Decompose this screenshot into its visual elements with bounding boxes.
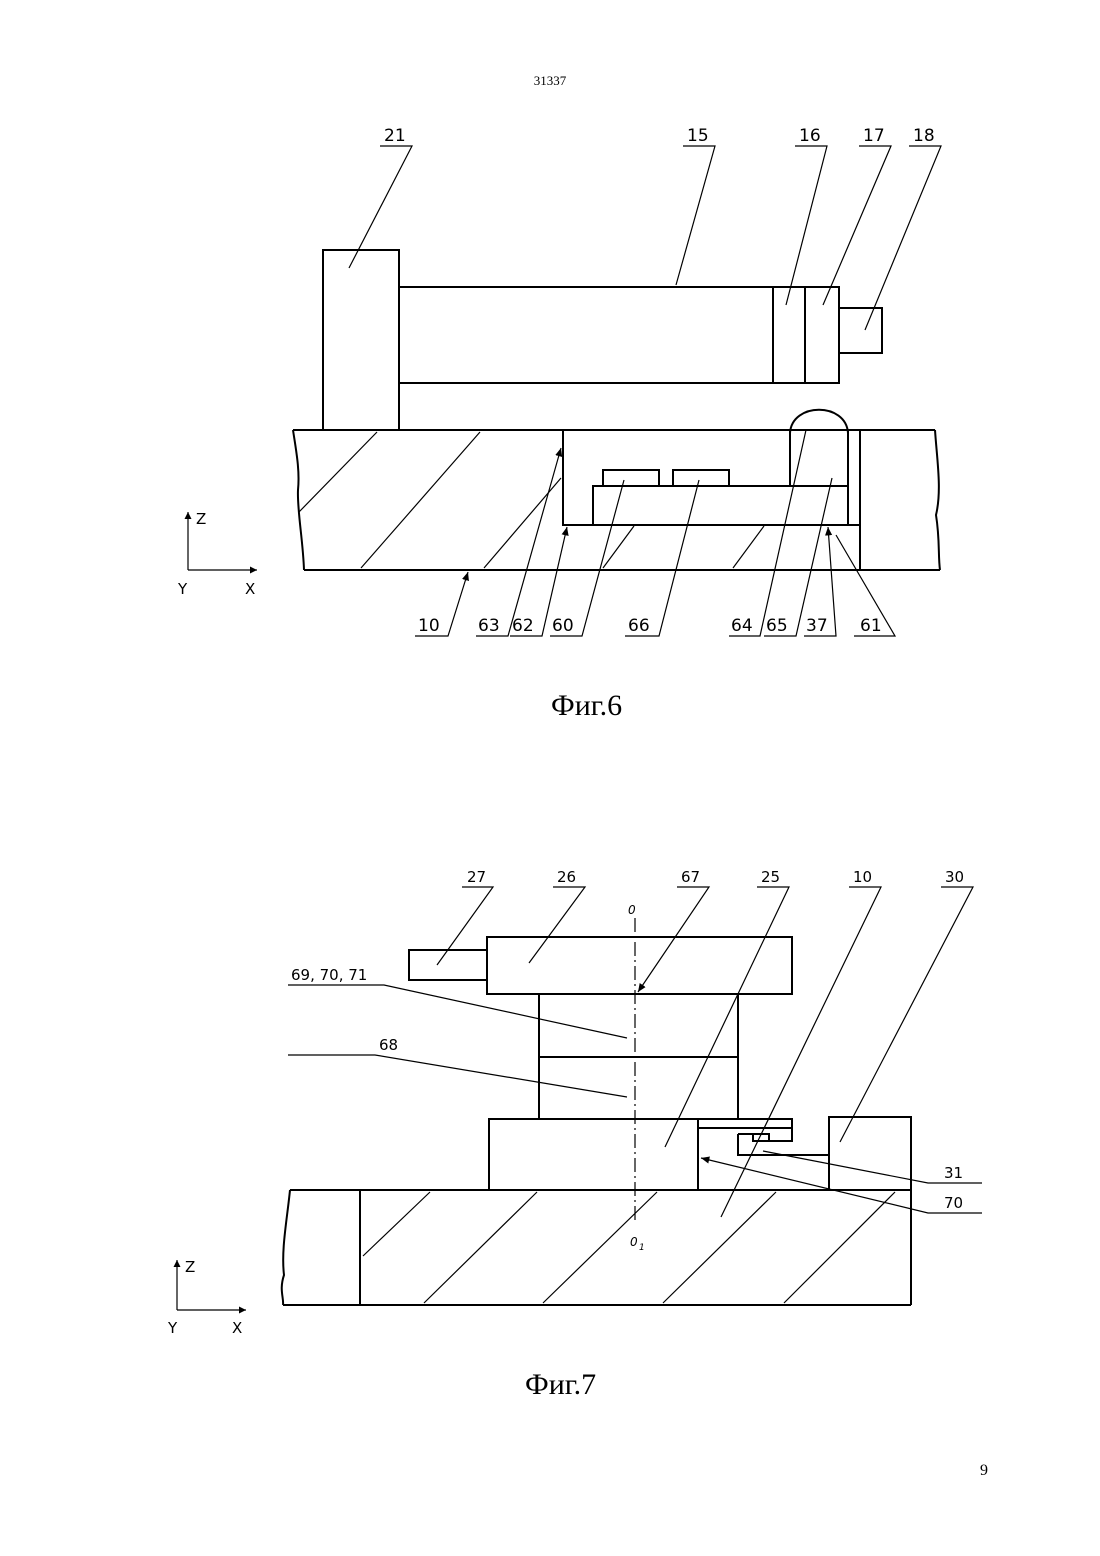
fig6-cylinder-15 — [399, 287, 773, 383]
fig6-label-61: 61 — [860, 616, 882, 636]
fig6-leaders-bottom — [415, 430, 895, 636]
fig6-axis-z: Z — [196, 510, 206, 528]
fig6-ring-17 — [805, 287, 839, 383]
fig7-base-10 — [282, 1190, 911, 1305]
fig6-block-21 — [323, 250, 399, 430]
fig6-base-10 — [293, 430, 940, 570]
fig6-caption: Фиг.6 — [551, 689, 622, 722]
fig6-label-15: 15 — [687, 126, 709, 146]
fig6-label-10: 10 — [418, 616, 440, 636]
fig6-chip-66 — [673, 470, 729, 486]
fig7-caption: Фиг.7 — [525, 1368, 596, 1401]
fig7-shaft-27 — [409, 950, 487, 980]
fig6-label-62: 62 — [512, 616, 534, 636]
fig7-label-10: 10 — [853, 868, 872, 886]
fig6-label-18: 18 — [913, 126, 935, 146]
fig6-label-17: 17 — [863, 126, 885, 146]
fig6-leaders-top — [349, 146, 941, 330]
fig7-label-70: 70 — [944, 1194, 963, 1212]
fig7-head-26 — [487, 937, 792, 994]
fig6-label-60: 60 — [552, 616, 574, 636]
fig7-label-68: 68 — [379, 1036, 398, 1054]
fig7-axis-mark-bottom: 0 — [630, 1235, 638, 1249]
fig6-chip-a — [603, 470, 659, 486]
fig6-label-66: 66 — [628, 616, 650, 636]
fig6-drawing: 21 15 16 17 18 10 63 62 60 66 64 65 37 6… — [177, 126, 941, 722]
fig6-recess — [563, 430, 860, 525]
fig6-label-65: 65 — [766, 616, 788, 636]
fig7-label-26: 26 — [557, 868, 576, 886]
fig6-ring-16 — [773, 287, 805, 383]
fig7-axis-mark-sub: 1 — [639, 1243, 645, 1253]
fig6-axis-y: Y — [177, 580, 188, 598]
fig7-label-25: 25 — [761, 868, 780, 886]
fig7-drawing: 0 0 1 27 26 67 25 10 30 69, 70, 71 68 31… — [167, 868, 982, 1401]
fig7-insert-upper — [738, 1128, 792, 1141]
fig6-label-63: 63 — [478, 616, 500, 636]
fig7-axis-y: Y — [167, 1319, 178, 1337]
fig7-label-69-70-71: 69, 70, 71 — [291, 966, 367, 984]
fig6-shaft-18 — [839, 308, 882, 353]
fig7-axes: Z Y X — [167, 1258, 246, 1337]
fig6-label-16: 16 — [799, 126, 821, 146]
fig7-insert-31 — [738, 1134, 829, 1155]
fig7-block-30 — [829, 1117, 911, 1190]
fig7-axis-x: X — [232, 1319, 242, 1337]
fig7-label-30: 30 — [945, 868, 964, 886]
fig6-label-21: 21 — [384, 126, 406, 146]
fig7-axis-mark-top: 0 — [628, 903, 636, 917]
page-number: 9 — [980, 1462, 988, 1480]
fig7-axis-z: Z — [185, 1258, 195, 1276]
fig7-block-25 — [489, 1119, 698, 1190]
fig6-label-64: 64 — [731, 616, 753, 636]
fig7-label-27: 27 — [467, 868, 486, 886]
fig6-axes: Z Y X — [177, 510, 257, 598]
fig6-plate-60 — [593, 486, 848, 525]
fig7-label-31: 31 — [944, 1164, 963, 1182]
fig6-axis-x: X — [245, 580, 255, 598]
fig6-post-65 — [790, 430, 848, 486]
fig7-label-67: 67 — [681, 868, 700, 886]
fig6-label-37: 37 — [806, 616, 828, 636]
